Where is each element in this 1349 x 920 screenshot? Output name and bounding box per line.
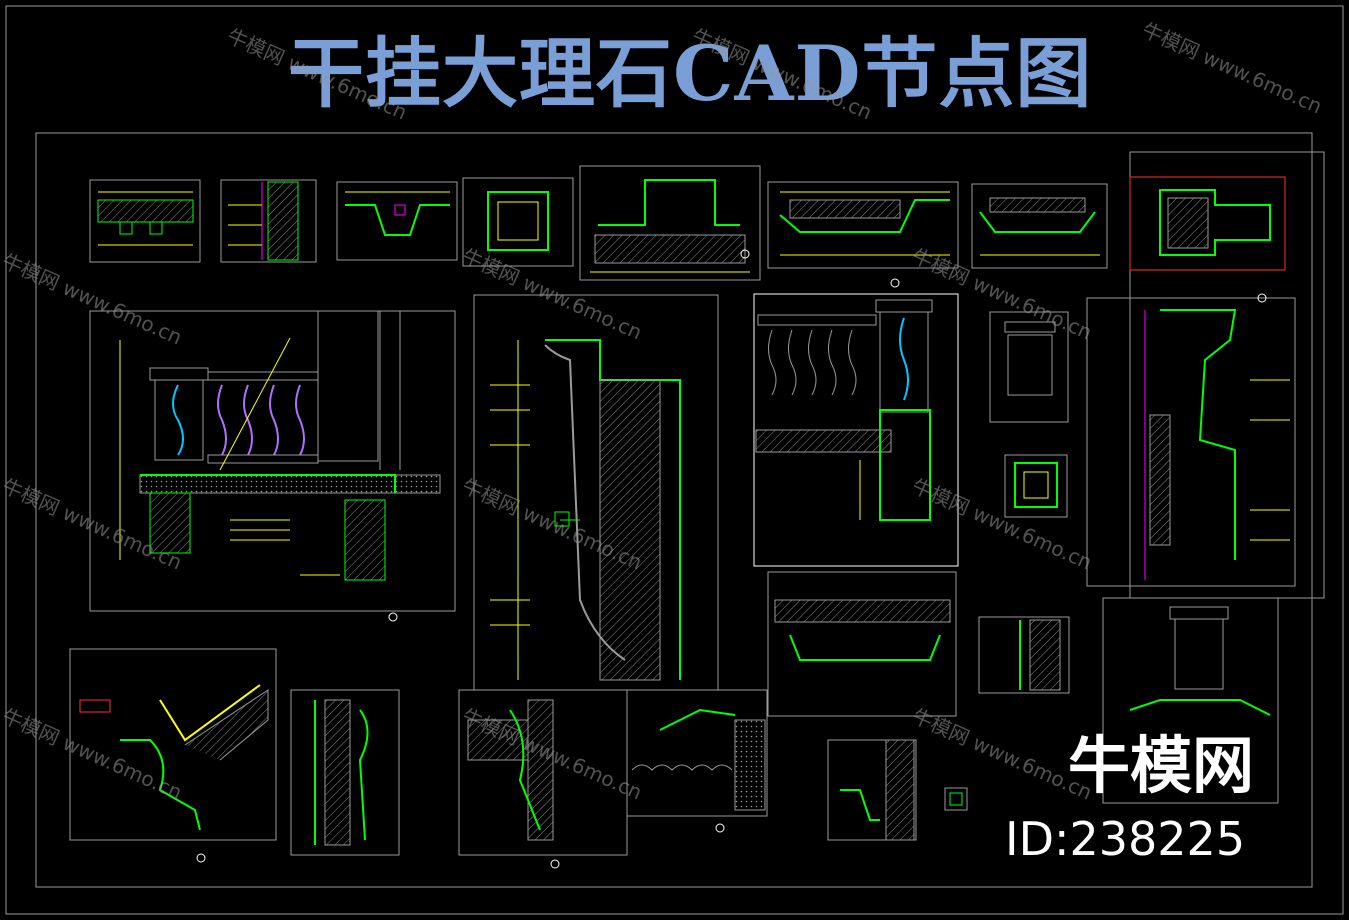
detail-top-6 — [767, 181, 959, 269]
detail-cornice-section — [290, 689, 400, 856]
detail-stone-foundation — [626, 689, 768, 817]
detail-top-1 — [89, 179, 201, 263]
detail-plinth-section — [827, 739, 917, 841]
detail-top-3 — [336, 181, 458, 261]
detail-panel-small — [989, 311, 1069, 423]
detail-square-small — [1004, 454, 1068, 518]
detail-balustrade-right — [753, 293, 959, 567]
inner-frame — [35, 132, 1313, 888]
detail-top-7 — [971, 183, 1108, 269]
drawing-title: 干挂大理石CAD节点图 — [288, 29, 1093, 118]
detail-top-8 — [1129, 151, 1325, 599]
detail-top-2 — [220, 179, 317, 263]
detail-right-tall — [1086, 297, 1296, 587]
detail-wall-joint — [978, 616, 1070, 694]
detail-top-5 — [579, 165, 761, 281]
detail-wall-section — [458, 689, 628, 856]
outer-frame — [5, 5, 1344, 915]
detail-tall-center — [473, 294, 719, 691]
brand-logo: 牛模网 — [1068, 729, 1255, 802]
detail-right-bottom — [1102, 597, 1279, 804]
brand-id: ID:238225 — [1005, 812, 1246, 866]
detail-balustrade-left — [89, 310, 456, 612]
detail-roof-cornice — [69, 648, 277, 841]
detail-top-4 — [462, 177, 574, 267]
section-marker-icon — [196, 249, 1267, 869]
detail-slab-section — [767, 571, 957, 717]
detail-small-square-bottom — [944, 787, 968, 811]
